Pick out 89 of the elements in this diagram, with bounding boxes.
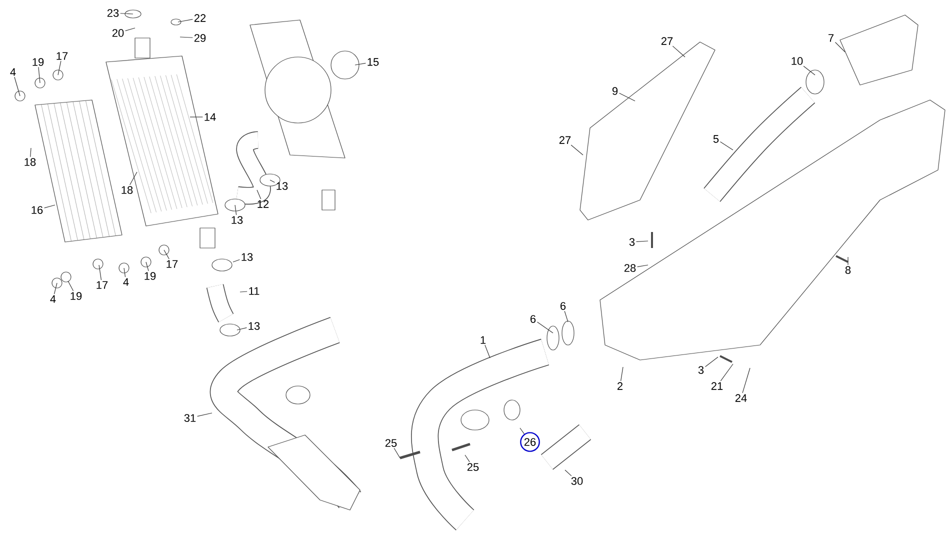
callout-number: 13 <box>242 253 253 261</box>
callout-number: 27 <box>559 136 571 144</box>
leader-line <box>30 148 32 158</box>
callout-number: 3 <box>698 366 704 374</box>
callout-number: 2 <box>618 382 623 390</box>
leader-line <box>834 42 846 52</box>
leader-line <box>58 60 62 76</box>
callout-number: 25 <box>467 463 479 471</box>
callout-number: 9 <box>612 87 618 95</box>
leader-line <box>125 28 136 32</box>
leader-line <box>124 268 126 278</box>
callout-number: 17 <box>166 260 178 268</box>
callout-number: 21 <box>711 382 723 390</box>
leader-line <box>636 240 648 242</box>
callout-number: 15 <box>368 58 379 66</box>
leader-line <box>672 46 686 58</box>
callout-number: 23 <box>107 9 119 17</box>
callout-number: 8 <box>845 266 851 274</box>
leader-line <box>720 141 734 150</box>
callout-number: 18 <box>24 158 36 166</box>
callout-number: 14 <box>204 113 216 121</box>
leader-line <box>130 172 138 186</box>
leader-line <box>236 327 247 330</box>
callout-number: 13 <box>232 216 243 224</box>
callout-number: 12 <box>258 200 269 208</box>
leader-line <box>720 364 734 382</box>
leader-line <box>68 280 74 292</box>
callout-number: 30 <box>571 477 583 485</box>
leader-line <box>54 282 58 294</box>
callout-number: 4 <box>50 295 56 303</box>
leader-line <box>256 190 262 200</box>
callout-number: 13 <box>276 182 288 190</box>
callout-number: 3 <box>629 238 635 246</box>
leader-line <box>704 356 718 368</box>
callout-number: 17 <box>56 52 68 60</box>
leader-line <box>484 344 490 358</box>
leader-line <box>178 19 193 22</box>
callout-number: 16 <box>32 206 43 214</box>
circled-callout-number: 26 <box>520 432 540 452</box>
leader-line <box>240 291 248 292</box>
leader-line <box>98 264 102 280</box>
callout-number: 6 <box>530 315 536 323</box>
callout-number: 4 <box>123 278 129 286</box>
leader-line <box>570 144 584 156</box>
leader-line <box>618 92 636 102</box>
callout-number: 22 <box>194 14 206 22</box>
leader-line <box>232 259 240 262</box>
callout-number: 4 <box>10 68 16 76</box>
leader-line <box>394 448 400 458</box>
callout-number: 7 <box>828 34 834 42</box>
callout-number: 25 <box>385 439 397 447</box>
leader-line <box>234 204 237 216</box>
callout-number: 24 <box>735 394 747 402</box>
leader-line <box>164 250 170 260</box>
callout-number: 31 <box>184 414 196 422</box>
leader-line <box>190 116 203 118</box>
leader-line <box>44 204 56 208</box>
callout-number: 10 <box>792 57 803 65</box>
leader-line <box>197 412 212 417</box>
leader-line <box>180 36 193 38</box>
leader-line <box>38 66 40 84</box>
callout-number: 11 <box>249 287 260 295</box>
leader-line <box>520 428 525 434</box>
callout-number: 27 <box>661 37 673 45</box>
callout-number: 18 <box>122 186 133 194</box>
callout-number: 13 <box>248 322 260 330</box>
callout-number: 1 <box>480 336 486 344</box>
leader-line <box>14 76 20 96</box>
leader-line <box>120 13 134 14</box>
leader-line <box>354 62 366 66</box>
callout-number: 19 <box>144 272 156 280</box>
leader-line <box>536 322 554 334</box>
leader-line <box>803 66 816 76</box>
callout-number: 6 <box>560 302 566 310</box>
leader-line <box>564 310 568 322</box>
callout-number: 17 <box>96 281 108 289</box>
callout-number: 19 <box>32 58 44 66</box>
callout-number: 28 <box>624 264 636 272</box>
callout-number: 29 <box>194 34 206 42</box>
leader-line <box>464 454 470 462</box>
leader-line <box>742 368 750 394</box>
callout-number: 20 <box>112 29 124 37</box>
callout-number: 5 <box>713 135 719 143</box>
leader-line <box>564 470 572 476</box>
leader-line <box>620 366 624 382</box>
leader-line <box>146 262 149 272</box>
callout-number: 19 <box>70 292 82 300</box>
leader-line <box>270 180 275 183</box>
leader-line <box>637 264 648 268</box>
